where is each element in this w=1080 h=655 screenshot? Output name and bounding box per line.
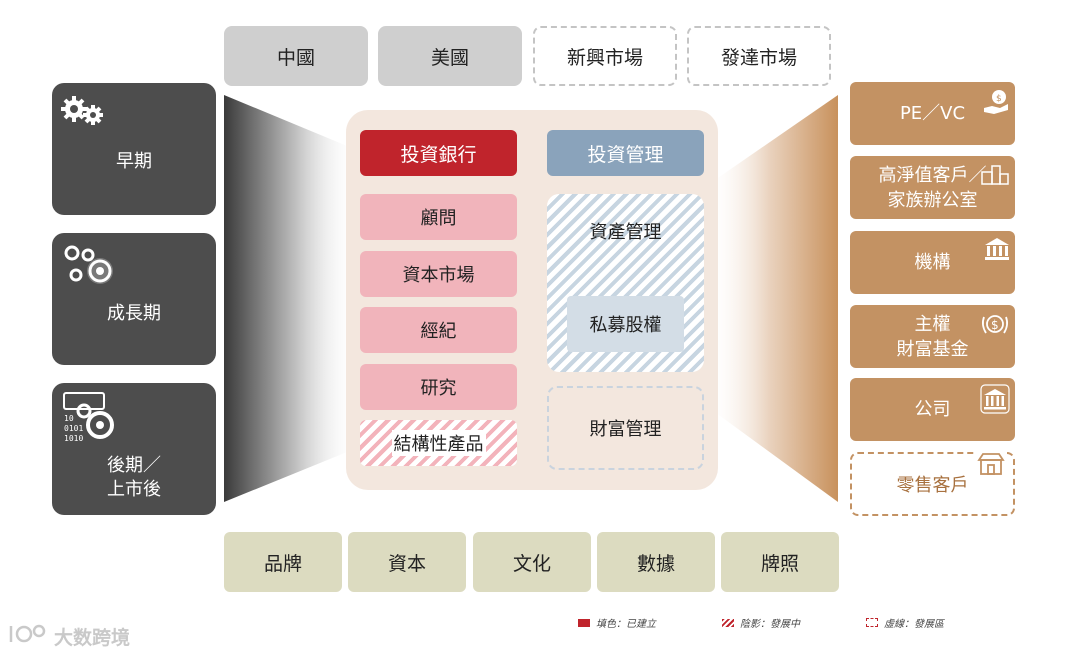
client-label: PE／VC: [899, 103, 966, 124]
gears-small-icon: [60, 91, 116, 136]
legend-filled-swatch: [578, 618, 590, 627]
ib-structured-products: 結構性產品: [360, 420, 517, 466]
client-label: 機構: [914, 252, 951, 273]
bank-building-icon: [980, 384, 1010, 421]
asset-management-block: 資產管理 私募股權: [547, 194, 704, 372]
client-institutions: 機構: [850, 231, 1015, 294]
client-label: 公司: [914, 399, 951, 420]
right-funnel: [712, 95, 838, 502]
stage-label-line1: 後期／: [107, 455, 161, 476]
dollar-laurel-icon: $: [980, 311, 1010, 346]
stage-label-line2: 上市後: [107, 479, 161, 500]
capability-data: 數據: [597, 532, 715, 592]
stage-label: 早期: [116, 151, 152, 172]
stage-label: 成長期: [107, 303, 161, 324]
legend-filled: 填色：已建立: [578, 615, 656, 630]
capability-culture: 文化: [473, 532, 591, 592]
market-china: 中國: [224, 26, 368, 86]
institution-icon: [984, 237, 1010, 268]
client-hnwi-family-office: 高淨值客戶／ 家族辦公室: [850, 156, 1015, 219]
watermark-logo-icon: [8, 622, 50, 651]
store-icon: [975, 452, 1007, 483]
stage-growth: 成長期: [52, 233, 216, 365]
investment-banking-header: 投資銀行: [360, 130, 517, 176]
svg-text:0101: 0101: [64, 424, 83, 433]
legend-filled-label: 填色：已建立: [596, 619, 656, 630]
capability-capital: 資本: [348, 532, 466, 592]
watermark: 大数跨境: [8, 622, 130, 651]
legend-hatched: 陰影：發展中: [722, 615, 800, 630]
private-equity-box: 私募股權: [567, 296, 684, 352]
svg-text:$: $: [996, 94, 1002, 104]
client-corporates: 公司: [850, 378, 1015, 441]
client-label: 零售客戶: [896, 475, 969, 496]
market-developed: 發達市場: [687, 26, 831, 86]
watermark-text: 大数跨境: [54, 627, 131, 649]
left-funnel: [224, 95, 352, 502]
client-label-line1: 高淨值客戶／: [878, 164, 987, 186]
client-label-line1: 主權: [914, 313, 951, 335]
legend-dashed-swatch: [866, 618, 878, 627]
ib-advisory: 顧問: [360, 194, 517, 240]
svg-text:1010: 1010: [64, 434, 83, 443]
money-hand-icon: $: [982, 88, 1010, 123]
client-label-line2: 家族辦公室: [887, 189, 978, 211]
buildings-icon: [980, 162, 1010, 193]
svg-text:$: $: [991, 318, 999, 332]
structured-products-label: 結構性產品: [391, 430, 486, 456]
client-label-line2: 財富基金: [896, 338, 969, 360]
gears-cluster-icon: [60, 241, 124, 296]
legend-dashed-label: 虛線：發展區: [884, 619, 944, 630]
client-sovereign-wealth: 主權 財富基金 $: [850, 305, 1015, 368]
client-pe-vc: PE／VC $: [850, 82, 1015, 145]
ib-brokerage: 經紀: [360, 307, 517, 353]
ib-capital-markets: 資本市場: [360, 251, 517, 297]
legend-dashed: 虛線：發展區: [866, 615, 944, 630]
legend-hatched-label: 陰影：發展中: [740, 619, 800, 630]
wealth-management-box: 財富管理: [547, 386, 704, 470]
svg-text:10: 10: [64, 414, 74, 423]
stage-early: 早期: [52, 83, 216, 215]
asset-management-label: 資產管理: [589, 222, 662, 243]
capability-brand: 品牌: [224, 532, 342, 592]
legend-hatched-swatch: [722, 618, 734, 627]
market-usa: 美國: [378, 26, 522, 86]
ib-research: 研究: [360, 364, 517, 410]
client-retail: 零售客戶: [850, 452, 1015, 516]
capability-license: 牌照: [721, 532, 839, 592]
market-emerging: 新興市場: [533, 26, 677, 86]
investment-management-header: 投資管理: [547, 130, 704, 176]
